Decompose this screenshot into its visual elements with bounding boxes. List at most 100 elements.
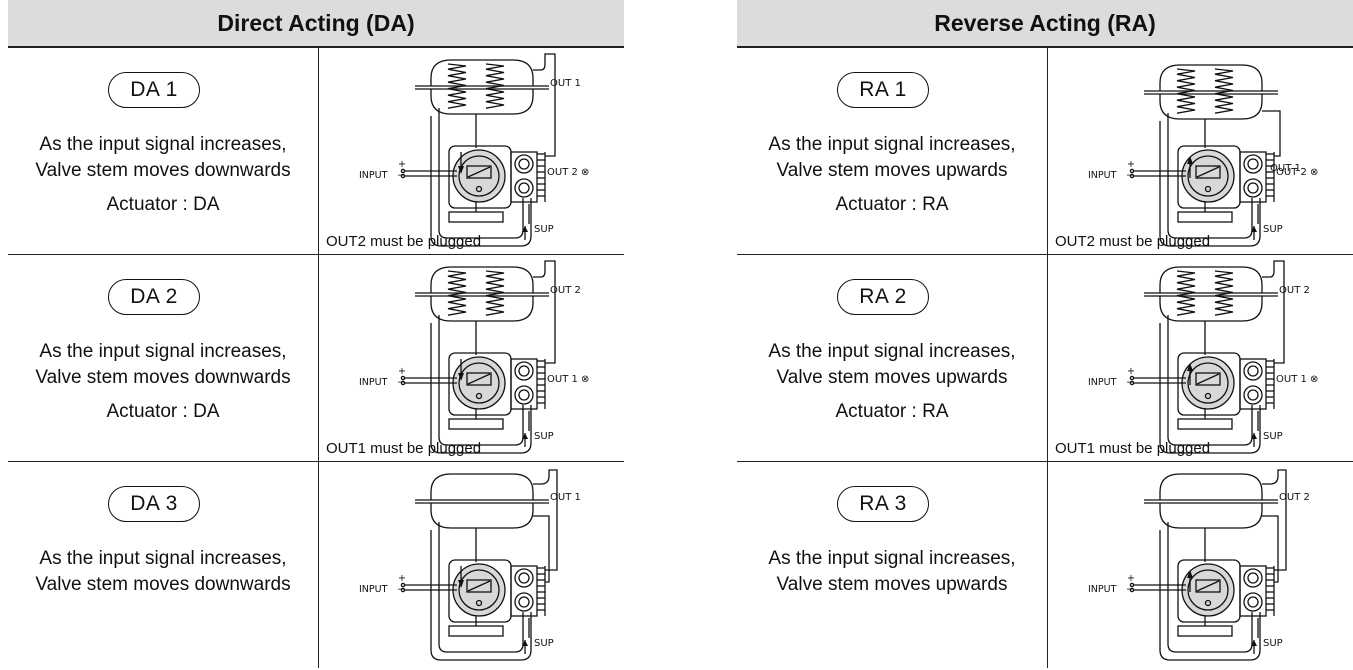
input-terminal-plus — [1129, 375, 1135, 381]
direct-acting-panel: Direct Acting (DA) DA 1 As the input sig… — [8, 0, 624, 668]
diagram-group: +− — [397, 469, 558, 661]
plug-note: OUT2 must be plugged — [326, 233, 482, 250]
spring-1 — [1176, 270, 1196, 316]
diagram-group: +− — [1126, 469, 1287, 661]
description-cell: DA 2 As the input signal increases, Valv… — [8, 255, 319, 461]
casing-top — [1159, 266, 1263, 293]
manifold — [510, 151, 538, 203]
input-plus-sign: + — [398, 159, 406, 170]
output-tube-bottom — [1262, 515, 1279, 583]
supply-arrow — [1251, 226, 1257, 232]
positioner-knob — [475, 392, 483, 400]
gauge-2 — [514, 178, 534, 198]
yoke-frame — [1167, 113, 1253, 239]
out-top-label: OUT 2 — [1279, 492, 1310, 503]
actuator-type: Actuator : RA — [835, 194, 949, 215]
panel-header: Reverse Acting (RA) — [737, 0, 1353, 48]
manifold — [1239, 565, 1267, 617]
supply-label: SUP — [534, 638, 554, 649]
positioner-display — [466, 579, 492, 593]
casing-top — [1159, 473, 1263, 500]
spring-2 — [1214, 68, 1234, 114]
gauge-inner-1 — [518, 158, 530, 170]
motion-arrow-head — [458, 166, 464, 174]
positioner-needle — [467, 166, 491, 178]
spring-1 — [1176, 68, 1196, 114]
input-terminal-plus — [1129, 582, 1135, 588]
manifold — [510, 358, 538, 410]
plug-note: OUT2 must be plugged — [1055, 233, 1211, 250]
description-cell: RA 1 As the input signal increases, Valv… — [737, 48, 1048, 254]
gauge-inner-2 — [518, 182, 530, 194]
description-line-1: As the input signal increases, — [39, 134, 287, 155]
out-side-label: OUT 1 ⊗ — [1276, 374, 1318, 385]
gauge-2 — [514, 592, 534, 612]
supply-arrow — [522, 433, 528, 439]
description-line-1: As the input signal increases, — [768, 548, 1016, 569]
casing-bottom — [430, 503, 534, 529]
supply-label: SUP — [1263, 431, 1283, 442]
input-label: INPUT — [359, 377, 388, 388]
supply-arrow — [1251, 433, 1257, 439]
motion-arrow-head — [1187, 363, 1193, 371]
gauge-inner-2 — [518, 389, 530, 401]
positioner-display — [1195, 165, 1221, 179]
spring-2 — [485, 270, 505, 316]
mode-badge: RA 3 — [837, 486, 929, 522]
spring-2 — [1214, 270, 1234, 316]
input-terminal-plus — [400, 168, 406, 174]
actuator-type: Actuator : DA — [106, 194, 220, 215]
valve-plate — [448, 418, 504, 430]
positioner-needle — [1196, 166, 1220, 178]
output-tube — [533, 53, 556, 157]
yoke-frame — [1167, 522, 1253, 653]
positioner-dial-inner — [1187, 569, 1229, 611]
input-terminal-plus — [400, 582, 406, 588]
output-tube — [1262, 260, 1285, 364]
output-tube-top — [533, 469, 558, 571]
positioner-needle — [1196, 580, 1220, 592]
mode-badge: DA 2 — [108, 279, 200, 315]
casing-bottom — [430, 296, 534, 322]
diagram-group: +− — [1126, 64, 1281, 247]
input-label: INPUT — [359, 170, 388, 181]
mode-row-ra1: RA 1 As the input signal increases, Valv… — [737, 48, 1353, 255]
supply-label: SUP — [534, 224, 554, 235]
input-plus-sign: + — [1127, 366, 1135, 377]
input-label: INPUT — [1088, 377, 1117, 388]
gauge-inner-1 — [1247, 572, 1259, 584]
gauge-inner-1 — [518, 572, 530, 584]
mode-badge: DA 1 — [108, 72, 200, 108]
plug-note: OUT1 must be plugged — [1055, 440, 1211, 457]
yoke-frame — [438, 315, 524, 446]
positioner-display — [466, 372, 492, 386]
supply-arrow — [522, 640, 528, 646]
input-terminal-minus — [1129, 173, 1135, 179]
motion-arrow-head — [458, 580, 464, 588]
gauge-1 — [1243, 361, 1263, 381]
description-line-1: As the input signal increases, — [39, 341, 287, 362]
spring-1 — [447, 63, 467, 109]
mode-row-da3: DA 3 As the input signal increases, Valv… — [8, 462, 624, 668]
actuator-type: Actuator : RA — [835, 401, 949, 422]
gauge-2 — [1243, 178, 1263, 198]
out-side-label: OUT 1 ⊗ — [547, 374, 589, 385]
positioner-dial-inner — [458, 362, 500, 404]
input-plus-sign: + — [398, 573, 406, 584]
yoke-frame — [1167, 315, 1253, 446]
supply-label: SUP — [1263, 638, 1283, 649]
positioner-needle — [1196, 373, 1220, 385]
casing-bottom — [1159, 503, 1263, 529]
casing-bottom — [1159, 296, 1263, 322]
valve-plate — [448, 625, 504, 637]
output-tube-bottom — [533, 515, 550, 583]
casing-top — [430, 266, 534, 293]
gauge-1 — [1243, 154, 1263, 174]
input-terminal-minus — [400, 173, 406, 179]
diagram-group: +− — [397, 260, 556, 454]
casing-bottom — [430, 89, 534, 115]
valve-plate — [1177, 211, 1233, 223]
valve-plate — [1177, 418, 1233, 430]
